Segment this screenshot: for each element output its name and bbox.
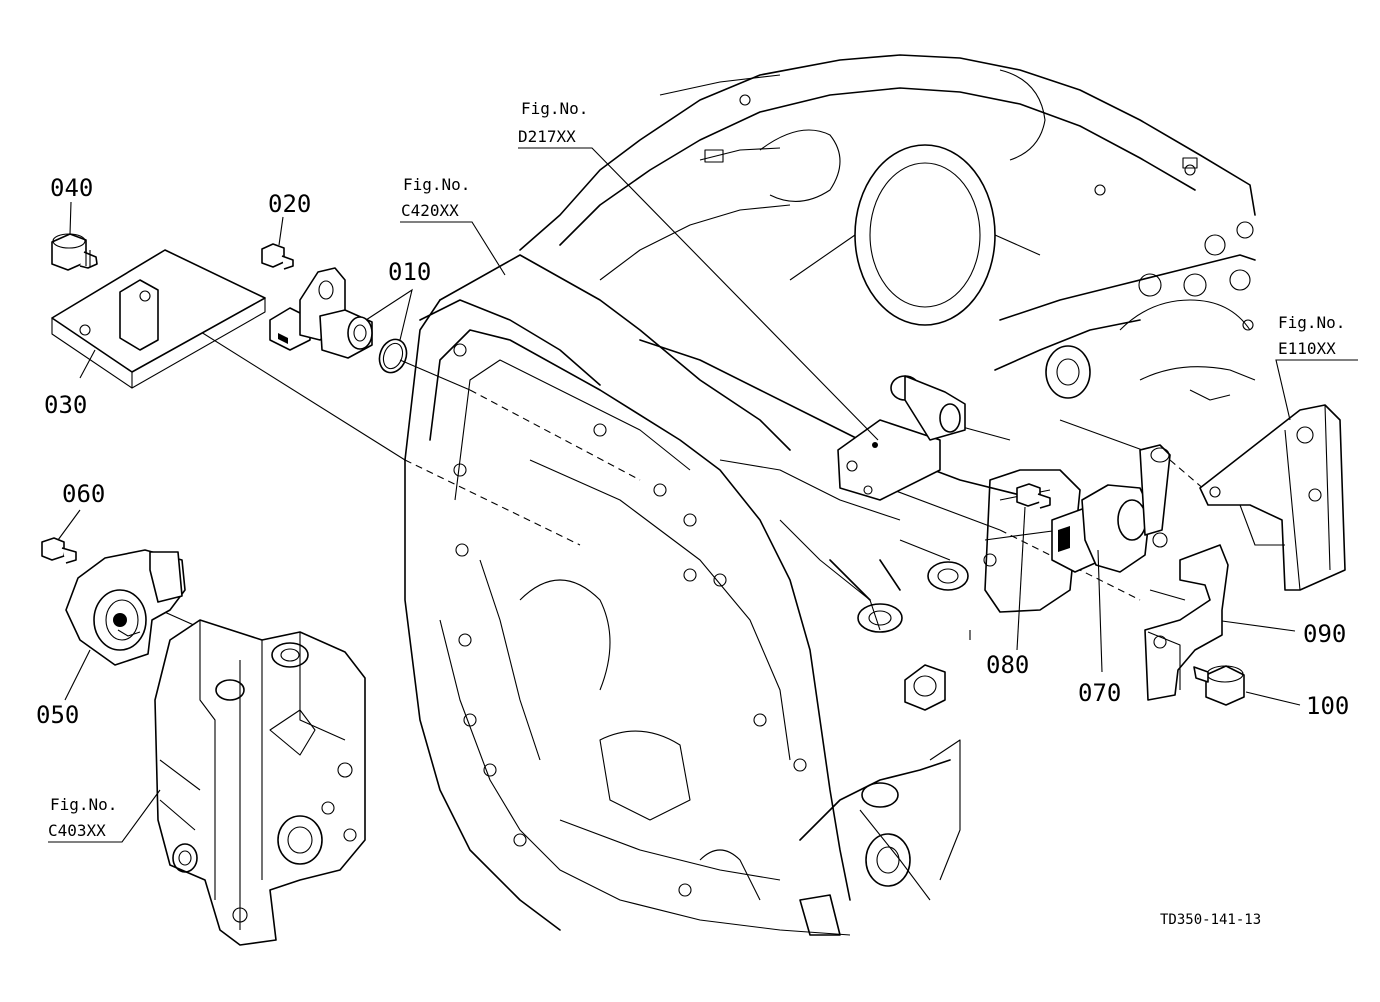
projection-lines: [149, 299, 1206, 631]
part-label-040: 040: [50, 174, 93, 202]
shaft-assembly: [837, 375, 966, 501]
sensor-070: [1051, 444, 1171, 573]
fig-ref-e110-code: E110XX: [1278, 339, 1336, 358]
part-label-070: 070: [1078, 679, 1121, 707]
drawing-code: TD350-141-13: [1160, 912, 1261, 928]
fig-ref-c420-code: C420XX: [401, 201, 459, 220]
part-label-030: 030: [44, 391, 87, 419]
valve-body: [154, 619, 366, 946]
fig-ref-d217-code: D217XX: [518, 127, 576, 146]
part-label-020: 020: [268, 190, 311, 218]
fig-ref-c403-label: Fig.No.: [50, 795, 117, 814]
part-label-100: 100: [1306, 692, 1349, 720]
bracket-e110: [1199, 404, 1346, 591]
part-label-050: 050: [36, 701, 79, 729]
label-leaders: [48, 147, 1358, 843]
plate-030: [51, 249, 266, 389]
fig-ref-d217-label: Fig.No.: [521, 99, 588, 118]
transmission-case: [404, 54, 1256, 936]
part-label-080: 080: [986, 651, 1029, 679]
bolt-060: [41, 537, 77, 564]
bolt-080: [1016, 483, 1051, 509]
part-labels: 040 020 010 030 060 050 080 070 090 100: [36, 174, 1349, 729]
part-label-010: 010: [388, 258, 431, 286]
bracket-090: [1144, 544, 1229, 701]
bolt-040: [51, 233, 98, 271]
figure-references: Fig.No. D217XX Fig.No. C420XX Fig.No. E1…: [48, 99, 1345, 840]
bolt-100: [1193, 665, 1245, 706]
bolt-020: [261, 243, 294, 270]
part-label-060: 060: [62, 480, 105, 508]
part-label-090: 090: [1303, 620, 1346, 648]
sensor-050: [65, 549, 186, 666]
fig-ref-c420-label: Fig.No.: [403, 175, 470, 194]
fig-ref-e110-label: Fig.No.: [1278, 313, 1345, 332]
fig-ref-c403-code: C403XX: [48, 821, 106, 840]
sensor-assembly: [269, 267, 408, 374]
